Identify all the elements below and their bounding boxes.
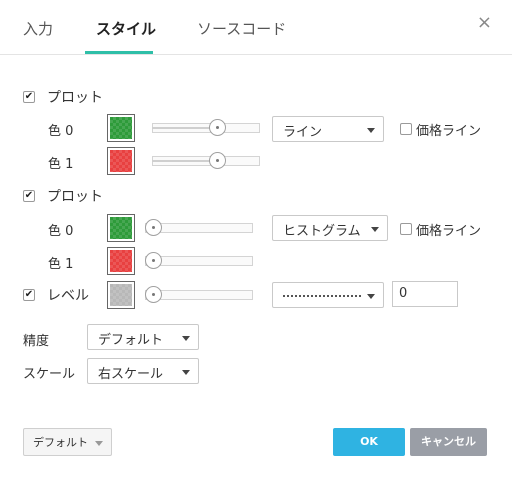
plot1-price-line-checkbox[interactable] (400, 123, 412, 135)
close-icon[interactable]: × (476, 12, 492, 33)
plot2-price-line-checkbox[interactable] (400, 223, 412, 235)
ok-button[interactable]: OK (333, 428, 405, 456)
dotted-line-icon (283, 295, 361, 297)
slider-fill (152, 127, 218, 129)
chevron-down-icon (182, 370, 190, 375)
plot1-price-line-label: 価格ライン (416, 124, 482, 139)
tab-input[interactable]: 入力 (23, 20, 54, 38)
chevron-down-icon (367, 294, 375, 299)
cancel-button[interactable]: キャンセル (410, 428, 487, 456)
active-tab-indicator (85, 51, 153, 54)
plot2-price-line-label: 価格ライン (416, 224, 482, 239)
scale-label: スケール (23, 367, 76, 382)
plot2-color0-opacity-slider[interactable] (145, 218, 253, 238)
slider-knob[interactable] (145, 219, 162, 236)
chevron-down-icon (182, 336, 190, 341)
plot1-checkbox[interactable]: ✔ (23, 91, 35, 103)
plot1-color0-label: 色 0 (48, 124, 74, 139)
plot2-style-value: ヒストグラム (283, 224, 361, 239)
slider-fill (152, 160, 218, 162)
level-line-style-select[interactable] (272, 282, 384, 308)
chevron-down-icon (95, 441, 103, 446)
plot2-checkbox[interactable]: ✔ (23, 190, 35, 202)
plot1-color0-swatch[interactable] (107, 114, 135, 142)
plot2-color0-swatch[interactable] (107, 214, 135, 242)
precision-label: 精度 (23, 334, 50, 349)
defaults-button[interactable]: デフォルト (23, 428, 112, 456)
tab-bar: 入力 スタイル ソースコード × (0, 0, 512, 55)
color-fill (110, 150, 132, 172)
plot1-style-value: ライン (283, 125, 323, 140)
plot1-label: プロット (47, 90, 103, 106)
level-opacity-slider[interactable] (145, 285, 253, 305)
slider-knob[interactable] (209, 119, 227, 136)
scale-value: 右スケール (98, 367, 164, 382)
plot2-color1-swatch[interactable] (107, 247, 135, 275)
chevron-down-icon (367, 128, 375, 133)
level-value-input[interactable]: 0 (392, 281, 458, 307)
plot1-color1-opacity-slider[interactable] (152, 151, 260, 171)
plot2-style-select[interactable]: ヒストグラム (272, 215, 388, 241)
tab-style[interactable]: スタイル (96, 20, 157, 38)
slider-knob[interactable] (209, 152, 227, 169)
precision-value: デフォルト (98, 333, 164, 348)
plot1-color1-swatch[interactable] (107, 147, 135, 175)
plot2-color0-label: 色 0 (48, 224, 74, 239)
defaults-button-label: デフォルト (33, 436, 88, 449)
color-fill (110, 250, 132, 272)
color-fill (110, 117, 132, 139)
level-checkbox[interactable]: ✔ (23, 289, 35, 301)
slider-knob[interactable] (145, 286, 162, 303)
chevron-down-icon (371, 227, 379, 232)
scale-select[interactable]: 右スケール (87, 358, 199, 384)
plot1-style-select[interactable]: ライン (272, 116, 384, 142)
color-fill (110, 284, 132, 306)
tab-source-code[interactable]: ソースコード (197, 20, 287, 38)
precision-select[interactable]: デフォルト (87, 324, 199, 350)
level-color-swatch[interactable] (107, 281, 135, 309)
plot2-label: プロット (47, 189, 103, 205)
plot1-color0-opacity-slider[interactable] (152, 118, 260, 138)
plot1-color1-label: 色 1 (48, 157, 74, 172)
color-fill (110, 217, 132, 239)
slider-knob[interactable] (145, 252, 162, 269)
level-label: レベル (47, 288, 89, 304)
plot2-color1-opacity-slider[interactable] (145, 251, 253, 271)
plot2-color1-label: 色 1 (48, 257, 74, 272)
